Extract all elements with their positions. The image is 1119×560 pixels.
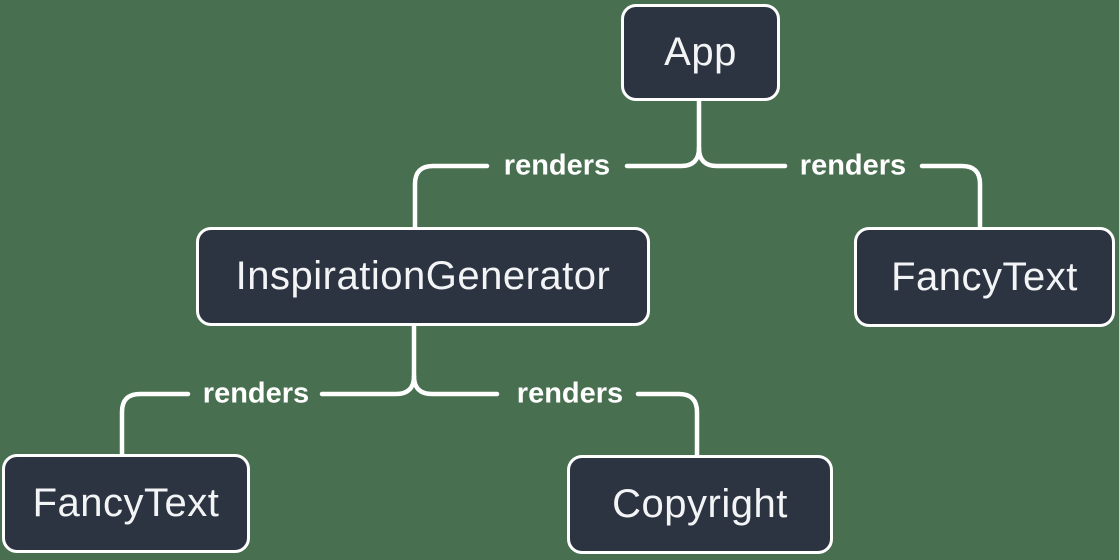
edge-label-renders-app-inspiration: renders (503, 149, 611, 182)
node-app-label: App (664, 30, 737, 74)
edge-label-renders-inspiration-fancytext: renders (202, 377, 310, 410)
edge-app-inspirationgenerator-fork (624, 97, 702, 169)
edge-label-renders-inspiration-copyright: renders (516, 377, 624, 410)
edge-label-renders-app-fancytext: renders (799, 149, 907, 182)
node-fancy-text-bottom: FancyText (2, 454, 250, 553)
node-app: App (621, 4, 780, 101)
node-copyright: Copyright (567, 455, 833, 554)
edge-app-fancytext-drop (919, 163, 983, 230)
edge-inspirationgenerator-fancytext-drop (119, 391, 191, 457)
node-fancy-text-bottom-label: FancyText (32, 481, 220, 525)
edge-inspirationgenerator-copyright (411, 373, 700, 458)
edge-app-fancytext (696, 145, 983, 230)
edge-app-inspirationgenerator-drop (412, 163, 490, 230)
node-copyright-label: Copyright (612, 482, 788, 526)
edge-inspirationgenerator-fancytext-fork (319, 323, 417, 397)
edge-app-fancytext-fork (696, 145, 788, 169)
node-fancy-text-top-label: FancyText (891, 254, 1078, 299)
edge-inspirationgenerator-copyright-fork (411, 373, 500, 397)
node-fancy-text-top: FancyText (854, 227, 1115, 327)
edge-inspirationgenerator-copyright-drop (635, 391, 700, 458)
node-inspiration-generator-label: InspirationGenerator (235, 254, 611, 298)
node-inspiration-generator: InspirationGenerator (196, 227, 650, 326)
